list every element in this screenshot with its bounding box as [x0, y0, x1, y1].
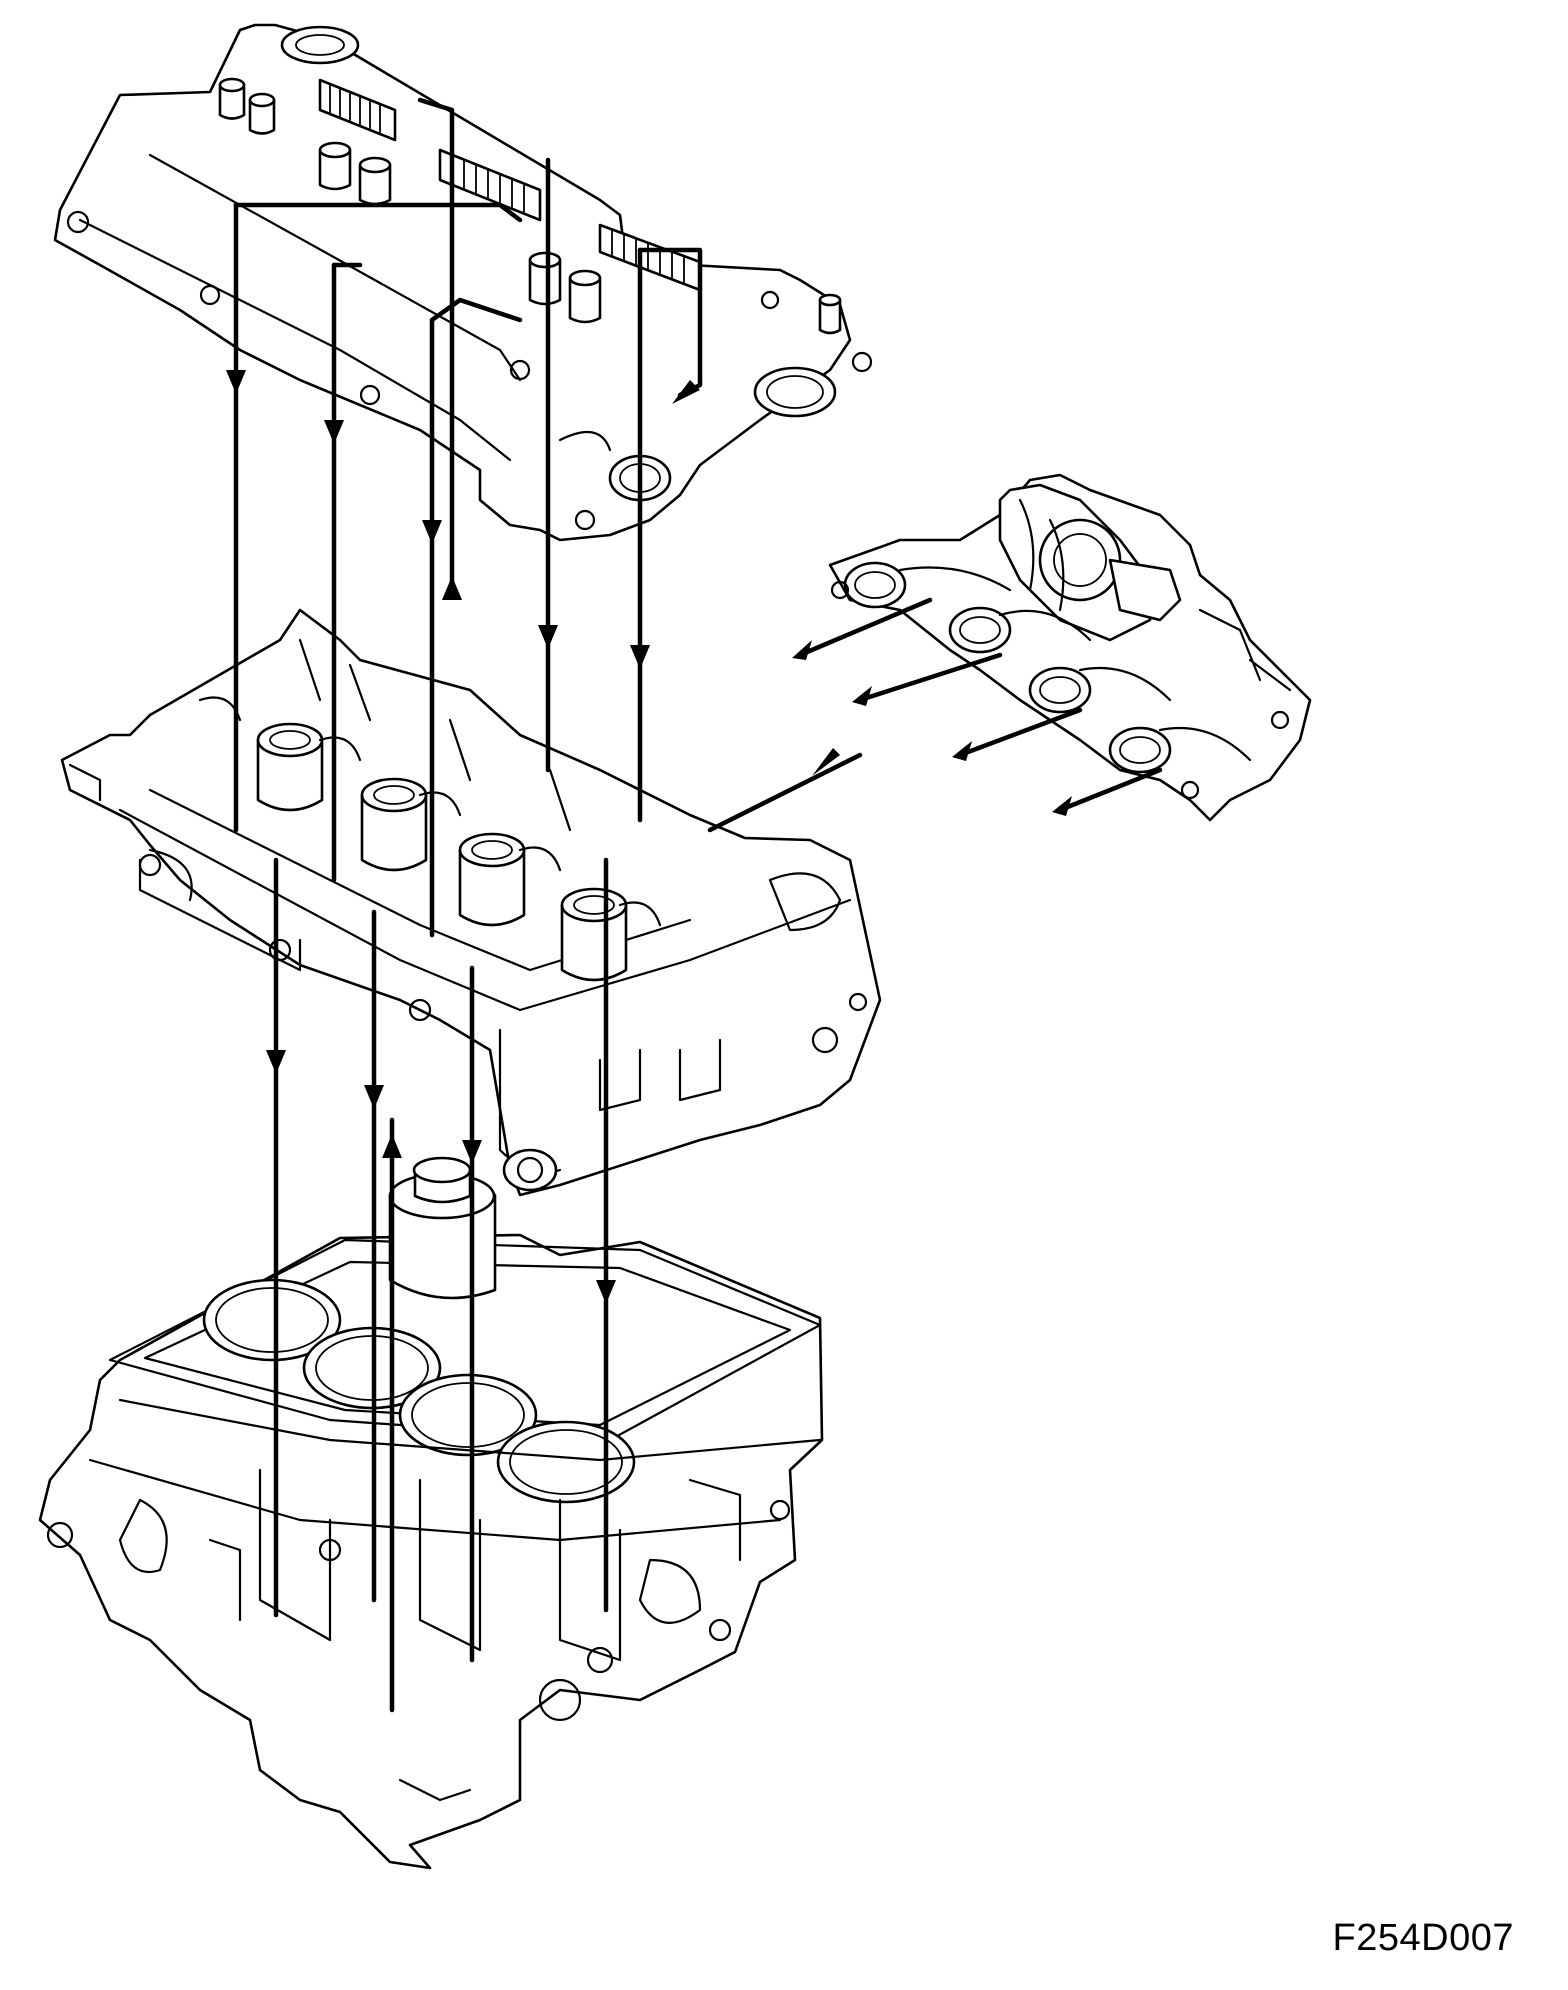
camshaft-cover-drawing: [53, 23, 873, 542]
intake-manifold-drawing: [828, 473, 1312, 822]
cylinder-head-drawing: [60, 608, 882, 1197]
oil-filter-housing: [388, 1156, 497, 1300]
cylinder-block-drawing: [38, 1156, 824, 1870]
figure-code-label: F254D007: [1332, 1917, 1514, 1959]
throttle-body: [998, 483, 1182, 642]
assembly-flow-lines: [226, 97, 1163, 1713]
arrowheads: [226, 370, 1072, 1304]
coil-connectors: [318, 78, 702, 292]
intake-ports: [843, 561, 1172, 774]
spark-plug-towers: [256, 722, 628, 982]
